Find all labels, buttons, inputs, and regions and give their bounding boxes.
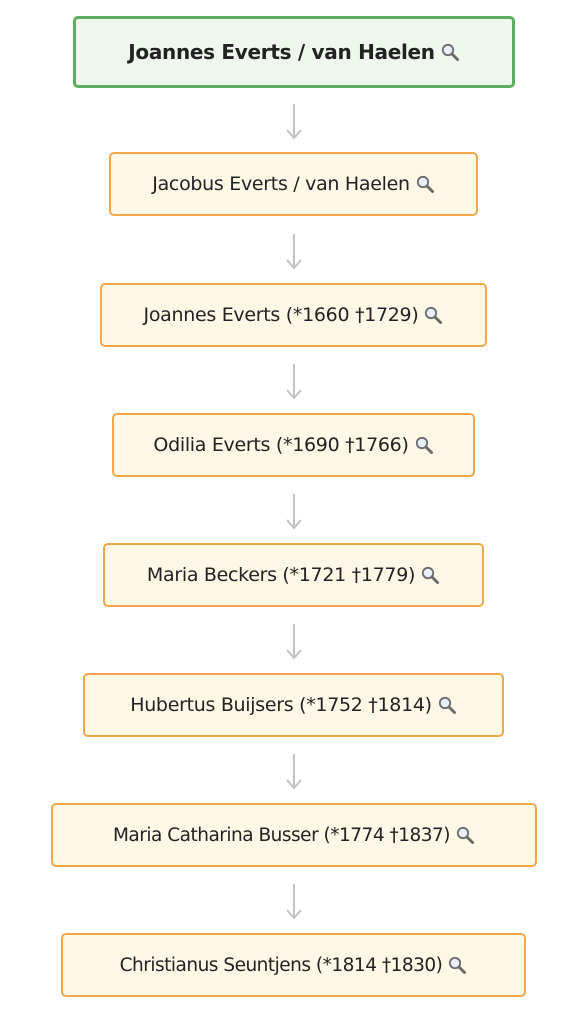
person-node[interactable]: Maria Catharina Busser (*1774 †1837) xyxy=(51,803,537,867)
person-name: Odilia Everts (*1690 †1766) xyxy=(153,434,409,456)
magnifier-icon[interactable] xyxy=(420,565,440,585)
person-node[interactable]: Hubertus Buijsers (*1752 †1814) xyxy=(83,673,504,737)
person-name: Maria Catharina Busser (*1774 †1837) xyxy=(112,824,451,846)
magnifier-icon[interactable] xyxy=(447,955,467,975)
down-arrow-icon xyxy=(286,624,302,660)
person-name: Maria Beckers (*1721 †1779) xyxy=(146,564,416,586)
person-name: Christianus Seuntjens (*1814 †1830) xyxy=(119,954,443,976)
magnifier-icon[interactable] xyxy=(414,435,434,455)
magnifier-icon[interactable] xyxy=(415,174,435,194)
down-arrow-icon xyxy=(286,104,302,140)
person-node[interactable]: Joannes Everts (*1660 †1729) xyxy=(100,283,487,347)
down-arrow-icon xyxy=(286,494,302,530)
down-arrow-icon xyxy=(286,884,302,920)
person-node[interactable]: Jacobus Everts / van Haelen xyxy=(109,152,478,216)
magnifier-icon[interactable] xyxy=(455,825,475,845)
down-arrow-icon xyxy=(286,364,302,400)
magnifier-icon[interactable] xyxy=(423,305,443,325)
person-name: Hubertus Buijsers (*1752 †1814) xyxy=(130,694,432,716)
person-node[interactable]: Odilia Everts (*1690 †1766) xyxy=(112,413,475,477)
person-node-root[interactable]: Joannes Everts / van Haelen xyxy=(73,16,515,88)
person-name: Joannes Everts (*1660 †1729) xyxy=(143,304,419,326)
person-node[interactable]: Maria Beckers (*1721 †1779) xyxy=(103,543,484,607)
magnifier-icon[interactable] xyxy=(437,695,457,715)
person-name: Joannes Everts / van Haelen xyxy=(128,40,435,64)
magnifier-icon[interactable] xyxy=(440,42,460,62)
down-arrow-icon xyxy=(286,754,302,790)
down-arrow-icon xyxy=(286,234,302,270)
person-node[interactable]: Christianus Seuntjens (*1814 †1830) xyxy=(61,933,526,997)
person-name: Jacobus Everts / van Haelen xyxy=(152,173,410,195)
